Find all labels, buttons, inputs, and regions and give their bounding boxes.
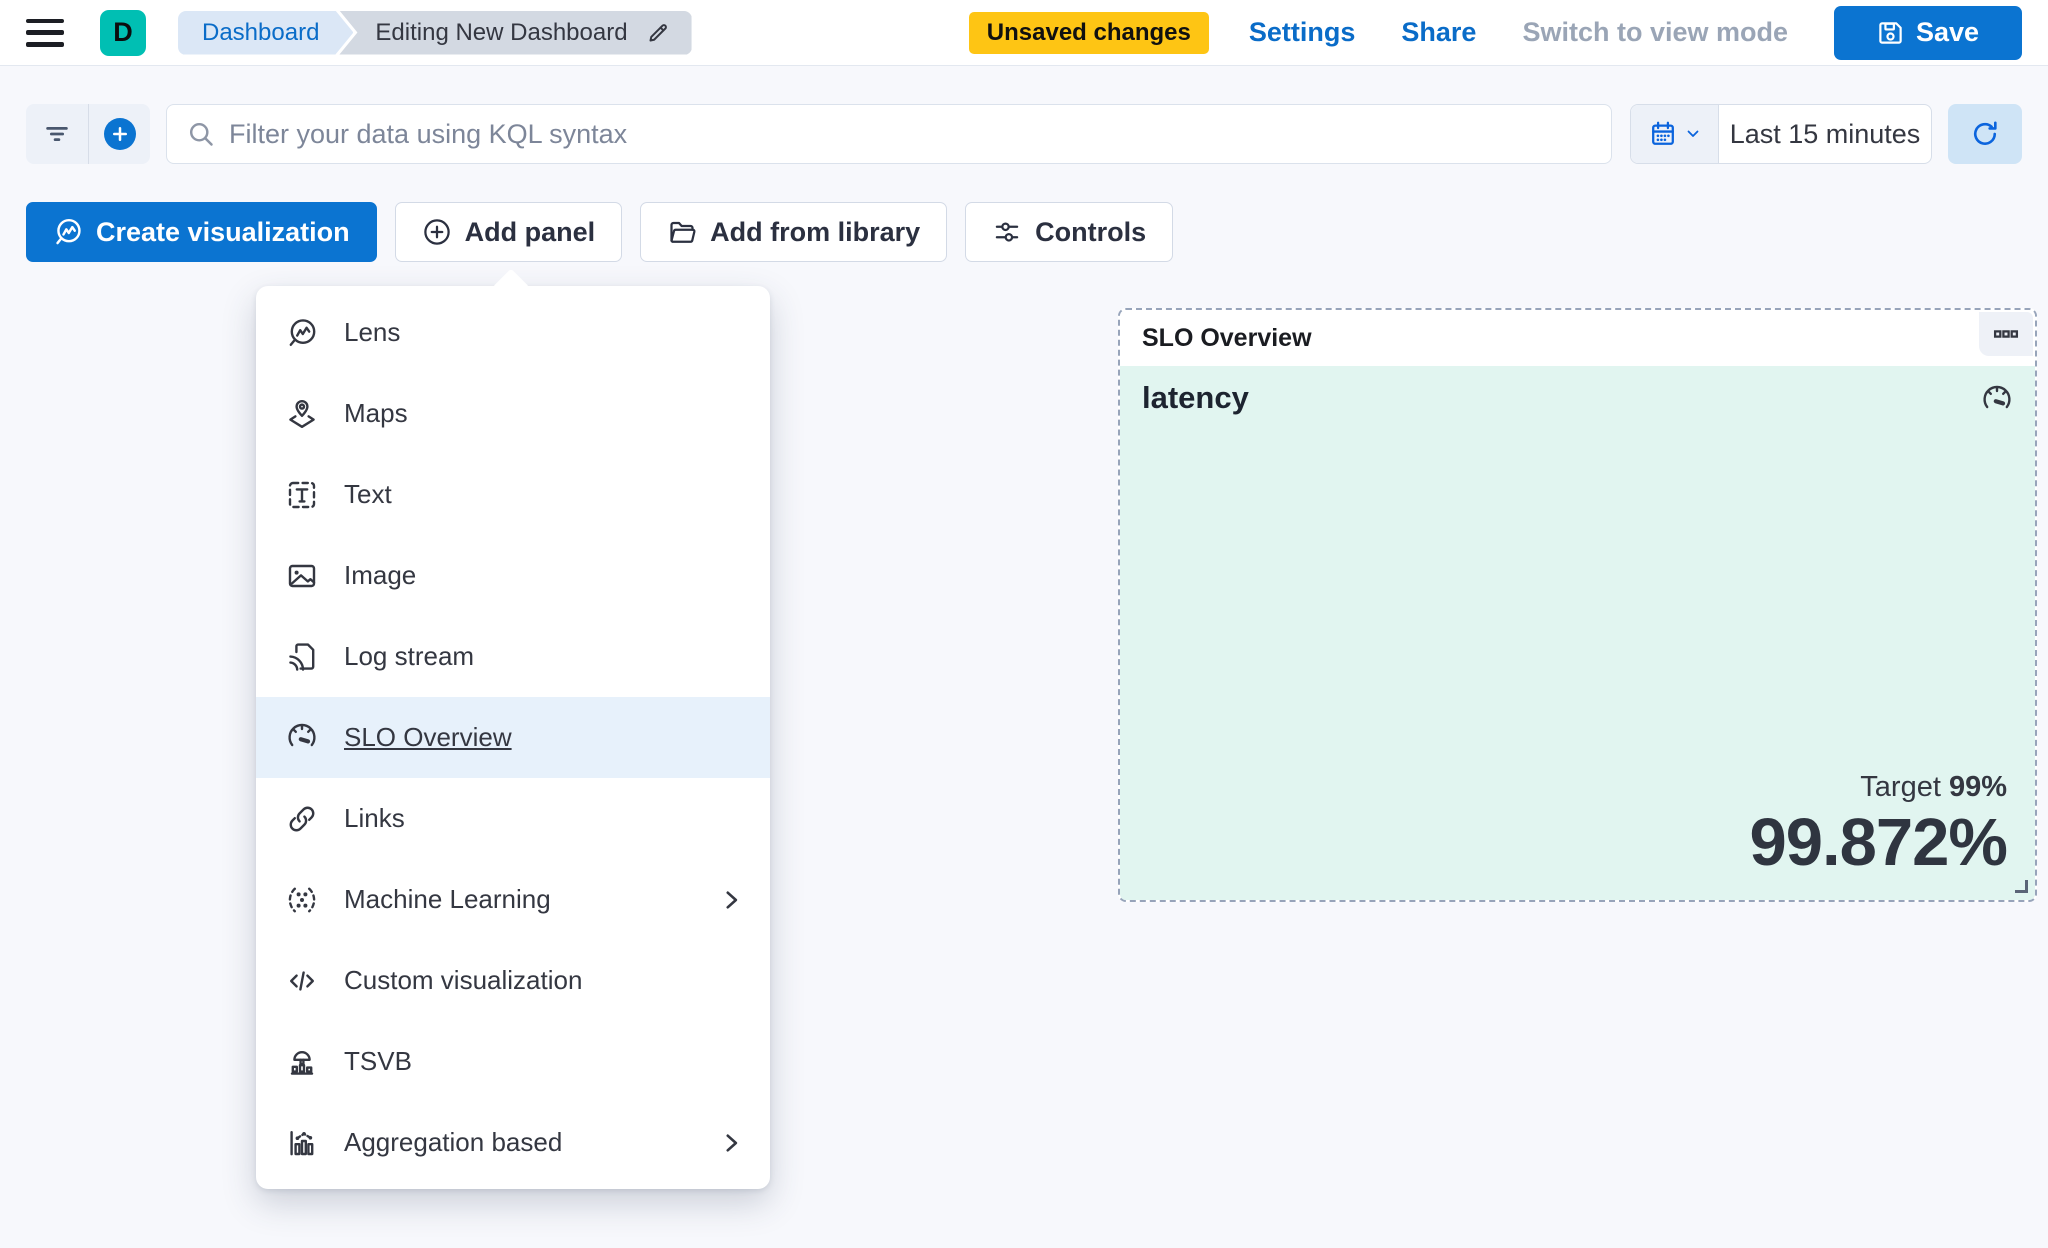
menu-item-machine-learning[interactable]: Machine Learning [256,859,770,940]
menu-item-label: SLO Overview [344,722,512,752]
panel-title: SLO Overview [1142,323,1312,352]
controls-button[interactable]: Controls [965,202,1174,262]
share-link[interactable]: Share [1401,17,1477,47]
refresh-icon [1970,119,2000,149]
text-icon [286,479,318,511]
query-bar: Last 15 minutes [26,104,2022,164]
slo-overview-icon [286,722,318,754]
search-icon [187,120,215,148]
edit-toolbar: Create visualization Add panel Add from … [26,202,2022,262]
slo-embeddable: latency Target 99% 99.872% [1120,366,2035,900]
slo-name: latency [1142,380,1249,415]
slo-summary: Target 99% 99.872% [1750,771,2008,878]
breadcrumb-current[interactable]: Editing New Dashboard [339,10,692,55]
create-visualization-button[interactable]: Create visualization [26,202,377,262]
time-picker: Last 15 minutes [1630,104,1932,164]
menu-item-links[interactable]: Links [256,778,770,859]
menu-item-label: Links [344,803,405,833]
machine-learning-icon [286,884,318,916]
chevron-right-icon [718,887,744,913]
save-button[interactable]: Save [1834,5,2022,60]
maps-icon [286,398,318,430]
controls-icon [992,217,1022,247]
menu-item-label: Maps [344,398,408,428]
menu-item-image[interactable]: Image [256,535,770,616]
menu-item-log-stream[interactable]: Log stream [256,616,770,697]
switch-view-mode-link[interactable]: Switch to view mode [1522,17,1788,47]
chevron-down-icon [1685,126,1701,142]
custom-visualization-icon [286,965,318,997]
time-range-value[interactable]: Last 15 minutes [1729,118,1921,149]
aggregation-based-icon [286,1127,318,1159]
menu-item-custom-visualization[interactable]: Custom visualization [256,940,770,1021]
edit-icon [646,21,670,45]
filter-icon [42,119,72,149]
time-picker-calendar-button[interactable] [1631,105,1719,163]
links-icon [286,803,318,835]
lens-icon [53,217,83,247]
menu-icon[interactable] [26,18,64,47]
image-icon [286,560,318,592]
menu-item-aggregation-based[interactable]: Aggregation based [256,1102,770,1183]
lens-icon [286,317,318,349]
menu-item-maps[interactable]: Maps [256,373,770,454]
breadcrumb: Dashboard Editing New Dashboard [178,10,692,55]
menu-item-label: Custom visualization [344,965,583,995]
add-filter-button[interactable] [88,104,150,164]
kql-search-box [166,104,1612,164]
tsvb-icon [286,1046,318,1078]
menu-item-text[interactable]: Text [256,454,770,535]
chevron-right-icon [718,1130,744,1156]
slo-value: 99.872% [1749,804,2008,880]
resize-icon[interactable] [2015,880,2028,893]
add-panel-button[interactable]: Add panel [394,202,623,262]
top-header: D Dashboard Editing New Dashboard Unsave… [0,0,2048,66]
menu-item-slo-overview[interactable]: SLO Overview [256,697,770,778]
refresh-button[interactable] [1948,104,2022,164]
menu-item-lens[interactable]: Lens [256,292,770,373]
log-stream-icon [286,641,318,673]
filter-menu-button[interactable] [26,104,88,164]
save-icon [1877,19,1904,46]
breadcrumb-dashboard[interactable]: Dashboard [178,11,353,55]
menu-item-tsvb[interactable]: TSVB [256,1021,770,1102]
folder-icon [667,217,697,247]
menu-item-label: TSVB [344,1046,412,1076]
unsaved-changes-badge: Unsaved changes [968,11,1209,54]
plus-circle-icon [422,217,452,247]
panel-header[interactable]: SLO Overview [1120,310,2035,366]
menu-item-label: Log stream [344,641,475,671]
app-logo[interactable]: D [100,9,146,56]
gauge-icon [1981,384,2013,416]
menu-item-label: Machine Learning [344,884,551,914]
add-from-library-button[interactable]: Add from library [640,202,948,262]
menu-item-label: Image [344,560,417,590]
menu-item-label: Text [344,479,392,509]
settings-link[interactable]: Settings [1248,17,1356,47]
menu-item-label: Lens [344,317,401,347]
slo-overview-panel: SLO Overview latency Target 99% 99.872% [1118,308,2037,902]
panel-options-button[interactable] [1979,312,2033,356]
slo-target: Target 99% [1860,770,2007,803]
calendar-icon [1649,120,1677,148]
panel-options-icon [1993,321,2019,347]
filter-button-group [26,104,150,164]
kql-search-input[interactable] [229,118,1591,150]
add-filter-icon [103,118,136,150]
menu-item-label: Aggregation based [344,1127,563,1157]
